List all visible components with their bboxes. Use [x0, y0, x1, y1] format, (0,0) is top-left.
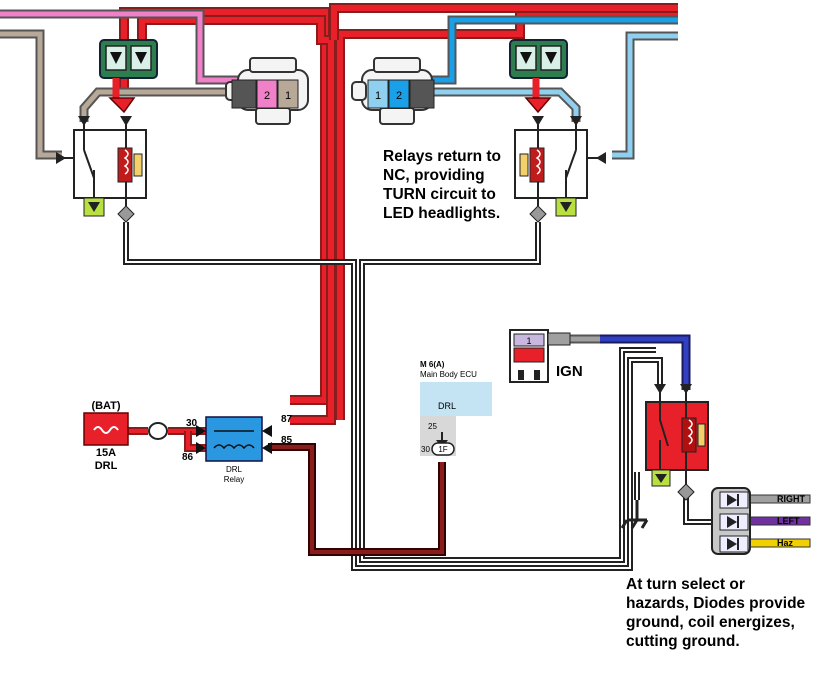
diode-label-left: LEFT: [777, 516, 800, 526]
ground-symbol: [620, 500, 649, 529]
main-body-ecu[interactable]: [420, 382, 492, 456]
ecu-id-label: M 6(A): [420, 360, 445, 369]
fuse-source-label: (BAT): [91, 400, 120, 412]
drl-relay-label-1: DRL: [226, 465, 243, 474]
ign-wire: [570, 334, 691, 390]
top-explanation-note: Relays return to NC, providing TURN circ…: [383, 148, 502, 222]
ign-label: IGN: [556, 363, 583, 380]
ign-connector[interactable]: [509, 329, 571, 383]
left-turn-relay[interactable]: [56, 116, 147, 223]
relay85-to-ecu-wire: [268, 443, 446, 556]
right-plug-pin-2: 2: [396, 90, 402, 102]
ecu-block-label: DRL: [438, 401, 456, 411]
right-green-connector[interactable]: [509, 39, 568, 114]
drl-relay-pin-86: 86: [182, 452, 194, 463]
right-plug-pin-1: 1: [375, 90, 381, 102]
right-signal-wires: [430, 15, 678, 160]
ecu-pin-left: 30: [421, 445, 430, 454]
cutout-relay[interactable]: [645, 384, 709, 501]
red-bus-wires: [119, 3, 678, 425]
diode-label-haz: Haz: [777, 538, 794, 548]
left-signal-wires: [0, 9, 250, 160]
diode-label-right: RIGHT: [777, 494, 806, 504]
ecu-name-label: Main Body ECU: [420, 370, 477, 379]
ecu-connector-label: 1F: [438, 445, 447, 454]
ground-return-wires: [123, 222, 718, 571]
drl-relay-pin-30: 30: [186, 418, 198, 429]
left-plug-pin-2: 2: [264, 90, 270, 102]
ign-pin-label: 1: [526, 336, 531, 346]
right-turn-relay[interactable]: [514, 116, 606, 223]
fuse-name-label: DRL: [95, 460, 118, 472]
left-headlight-plug[interactable]: [225, 57, 309, 125]
drl-relay-pin-85: 85: [281, 435, 293, 446]
drl-fuse[interactable]: [83, 412, 168, 446]
ecu-pin-top: 25: [428, 422, 437, 431]
right-headlight-plug[interactable]: [351, 57, 435, 125]
left-green-connector[interactable]: [99, 39, 158, 114]
drl-relay-pin-87: 87: [281, 414, 293, 425]
drl-relay-label-2: Relay: [224, 475, 244, 484]
diode-block[interactable]: [711, 487, 751, 555]
left-plug-pin-1: 1: [285, 90, 291, 102]
bottom-explanation-note: At turn select or hazards, Diodes provid…: [626, 576, 806, 650]
fuse-rating-label: 15A: [96, 447, 116, 459]
drl-relay[interactable]: [196, 416, 272, 462]
